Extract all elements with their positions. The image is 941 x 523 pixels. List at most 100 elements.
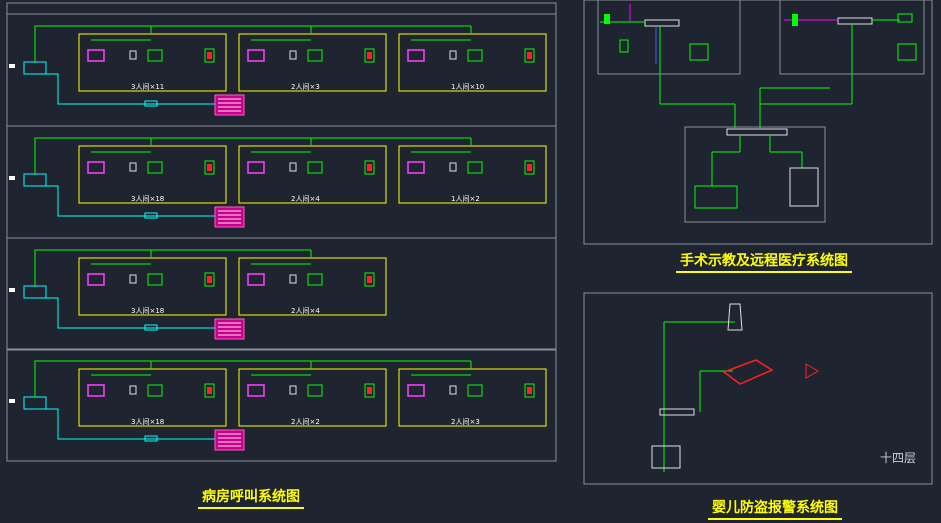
bedside-extension-icon [87,273,105,286]
room-group-box [238,33,387,92]
emergency-button-icon [364,48,375,63]
call-bus-line [34,249,311,286]
bathroom-pull-icon [307,49,323,62]
bathroom-pull-icon [307,161,323,174]
door-light-icon [289,162,297,172]
bathroom-pull-icon [147,161,163,174]
emergency-button-core [367,387,372,394]
ward-row-frame [6,348,557,462]
emergency-button-icon [204,272,215,287]
bathroom-pull-icon [147,49,163,62]
or2-device-icon [792,14,798,26]
room-group-box [78,368,227,427]
display-cable-line [35,73,215,105]
room-count-label: 3人间×18 [131,307,164,315]
emergency-button-icon [524,160,535,175]
room-group-box [238,257,387,316]
room-count-label: 2人间×3 [291,83,320,91]
emergency-button-icon [524,48,535,63]
emergency-button-core [367,164,372,171]
room-group-box [398,33,547,92]
emergency-button-icon [364,272,375,287]
room-count-label: 2人间×2 [291,418,320,426]
room-count-label: 3人间×11 [131,83,164,91]
room-group-box [78,257,227,316]
bedside-extension-icon [87,161,105,174]
room-group-box [398,145,547,204]
door-light-icon [449,50,457,60]
antenna-icon [727,303,743,331]
corridor-display-icon [214,206,245,228]
row-marker-icon [9,176,15,180]
room-count-label: 1人间×10 [451,83,484,91]
room-count-label: 3人间×18 [131,195,164,203]
room-group-box [78,33,227,92]
emergency-button-core [207,276,212,283]
emergency-button-core [207,164,212,171]
ward-row-frame [6,237,557,351]
infant-security-system [583,292,933,485]
surgery-outer-frame [583,0,933,245]
infant-outer-frame [583,292,933,485]
infant-title: 婴儿防盗报警系统图 [708,497,842,520]
door-light-icon [289,274,297,284]
workstation-icon [651,445,681,469]
bathroom-pull-icon [467,384,483,397]
door-light-icon [129,385,137,395]
or2-camera-icon [897,13,913,23]
or2-monitor-icon [897,43,917,61]
display-cable-line [35,408,215,440]
room-group-box [78,145,227,204]
control-room-frame [684,126,826,223]
emergency-button-core [207,52,212,59]
row-marker-icon [9,288,15,292]
bathroom-pull-icon [307,273,323,286]
signal-adapter-icon [144,324,158,331]
emergency-button-icon [204,160,215,175]
operating-room-1-frame [597,0,741,75]
or1-monitor-icon [689,43,709,61]
emergency-button-icon [204,48,215,63]
room-group-box [238,145,387,204]
surgery-title: 手术示教及远程医疗系统图 [676,250,852,273]
infant-switch-icon [659,408,695,416]
or2-switch-icon [837,17,873,25]
surgery-teaching-system [583,0,933,245]
bedside-extension-icon [247,273,265,286]
bedside-extension-icon [407,49,425,62]
room-count-label: 2人间×4 [291,195,320,203]
door-light-icon [129,162,137,172]
corridor-display-icon [214,94,245,116]
signal-adapter-icon [144,435,158,442]
bathroom-pull-icon [147,384,163,397]
alarm-host-icon [722,359,774,385]
signal-adapter-icon [144,212,158,219]
bathroom-pull-icon [147,273,163,286]
bathroom-pull-icon [307,384,323,397]
bedside-extension-icon [247,384,265,397]
or1-device-icon [619,39,629,53]
room-group-box [398,368,547,427]
emergency-button-core [367,276,372,283]
bedside-extension-icon [87,49,105,62]
room-count-label: 2人间×4 [291,307,320,315]
core-switch-icon [726,128,788,136]
display-cable-line [35,297,215,329]
room-count-label: 3人间×18 [131,418,164,426]
emergency-button-core [527,387,532,394]
bedside-extension-icon [87,384,105,397]
server-icon [789,167,819,207]
bathroom-pull-icon [467,49,483,62]
bedside-extension-icon [407,161,425,174]
corridor-display-icon [214,318,245,340]
call-bus-line [34,360,471,397]
bathroom-pull-icon [467,161,483,174]
emergency-button-icon [364,383,375,398]
call-bus-line [34,25,471,62]
floor-label: 十四层 [880,451,917,465]
ward-call-title: 病房呼叫系统图 [198,486,304,509]
emergency-button-core [207,387,212,394]
display-cable-line [35,185,215,217]
emergency-button-icon [364,160,375,175]
